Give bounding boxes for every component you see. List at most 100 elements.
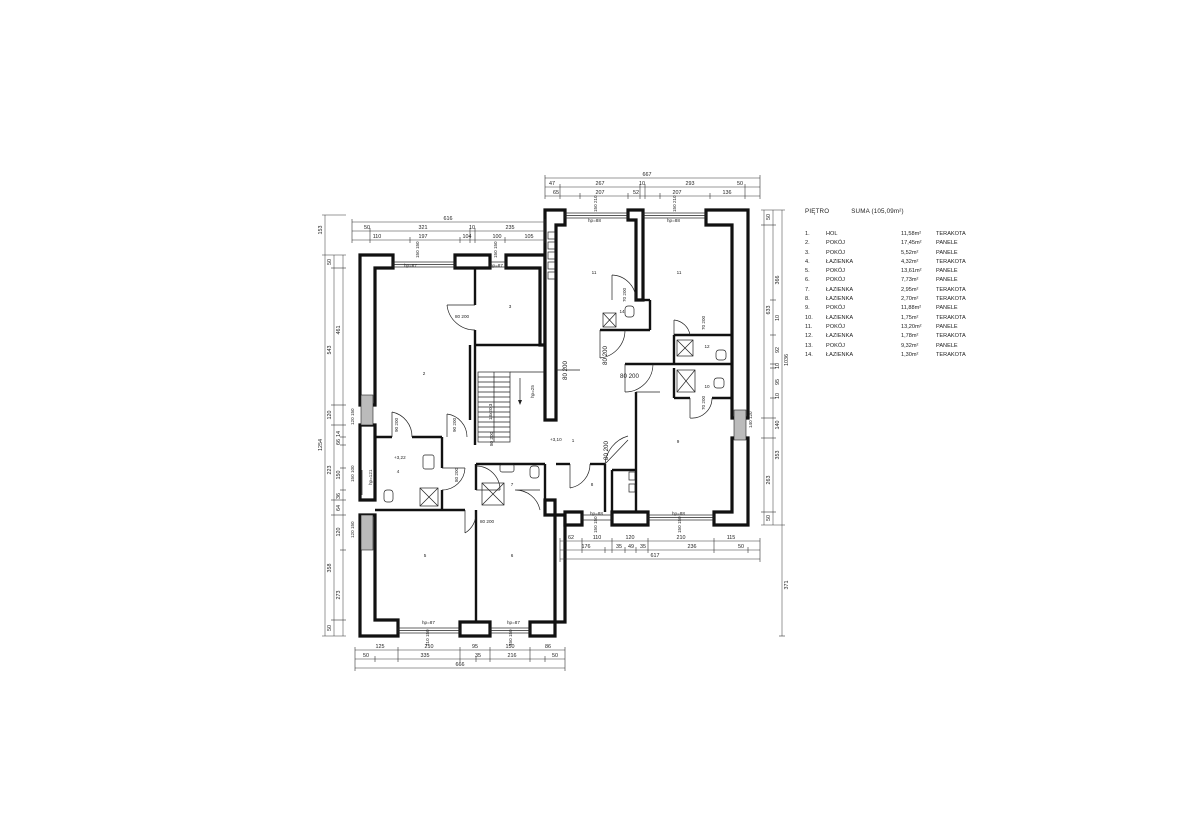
room-number-1: 1 xyxy=(572,438,575,443)
dim-text: 50 xyxy=(327,625,333,631)
room-no: 6. xyxy=(805,277,810,284)
dim-text: 86 xyxy=(545,644,551,650)
door-size: 80 200 xyxy=(603,441,610,460)
dim-text: 353 xyxy=(775,451,781,460)
room-name: POKÓJ xyxy=(826,277,845,284)
bathroom-fixtures xyxy=(383,305,727,507)
dim-text: 273 xyxy=(336,591,342,600)
room-floor: PANELE xyxy=(936,268,958,275)
dim-text: 65 xyxy=(553,190,559,196)
room-area: 2,95m² xyxy=(901,286,919,293)
room-no: 13. xyxy=(805,342,813,349)
room-no: 4. xyxy=(805,258,810,265)
room-no: 8. xyxy=(805,296,810,303)
dim-text: 110 xyxy=(373,234,382,240)
dim-text: 10 xyxy=(775,363,781,369)
schedule-header: PIĘTRO SUMA (105,09m²) xyxy=(805,208,1005,215)
room-number-11b: 11 xyxy=(677,270,682,275)
dim-text: 50 xyxy=(364,225,370,231)
sill-height: hp=88 xyxy=(672,511,685,516)
dim-text: 216 xyxy=(508,653,517,659)
door-size: 70 200 xyxy=(701,316,706,330)
sill-height: hp=87 xyxy=(490,263,503,268)
room-name: ŁAZIENKA xyxy=(826,333,854,340)
window-size: 150 150 xyxy=(677,516,682,533)
dim-right-overall: 1036 xyxy=(784,354,790,366)
room-area: 17,45m² xyxy=(901,240,922,247)
room-area: 5,52m² xyxy=(901,249,919,256)
plan-labels: 1 2 3 4 5 6 7 8 9 10 11 11 12 14 +3,22 +… xyxy=(350,195,753,646)
window-size: 120 150 xyxy=(350,521,355,538)
room-name: POKÓJ xyxy=(826,342,845,349)
door-size: 70 200 xyxy=(622,288,627,302)
room-no: 5. xyxy=(805,268,810,275)
room-floor: PANELE xyxy=(936,249,958,256)
level-mark: +3,10 xyxy=(550,437,562,442)
sill-height: hp=88 xyxy=(590,511,603,516)
door-size: 90 200 xyxy=(394,418,399,432)
sill-height: hp=88 xyxy=(588,218,601,223)
dim-text: 100 xyxy=(493,234,502,240)
dimension-texts: 616 50 321 10 235 110 197 104 100 105 66… xyxy=(318,172,790,668)
dim-text: 92 xyxy=(775,347,781,353)
room-number-6: 6 xyxy=(511,553,514,558)
stairs-hp: hp=25 xyxy=(530,385,535,398)
room-floor: PANELE xyxy=(936,240,958,247)
room-number-5: 5 xyxy=(424,553,427,558)
room-name: HOL xyxy=(826,231,838,237)
room-area: 4,32m² xyxy=(901,258,919,265)
room-name: ŁAZIENKA xyxy=(826,314,854,321)
room-no: 3. xyxy=(805,249,810,256)
dim-text: 120 xyxy=(626,535,635,541)
room-name: POKÓJ xyxy=(826,240,845,247)
dim-text: 207 xyxy=(673,190,682,196)
room-area: 9,32m² xyxy=(901,342,919,349)
room-area: 13,61m² xyxy=(901,268,922,275)
room-number-12: 12 xyxy=(704,344,710,349)
window-size: 150 150 xyxy=(415,241,420,258)
stairs-spec: 13x20,3 xyxy=(488,403,493,420)
room-no: 1. xyxy=(805,231,810,237)
dim-top-right-overall: 667 xyxy=(643,172,652,178)
room-schedule: PIĘTRO SUMA (105,09m²) 1. HOL 11,58m² TERAK… xyxy=(805,208,1005,360)
room-floor: PANELE xyxy=(936,323,958,330)
room-number-7: 7 xyxy=(511,482,514,487)
dim-text: 110 xyxy=(593,535,602,541)
dim-text: 10 xyxy=(469,225,475,231)
room-floor: TERAKOTA xyxy=(936,231,966,237)
dim-text: 50 xyxy=(766,214,772,220)
room-name: ŁAZIENKA xyxy=(826,258,854,265)
dim-text: 10 xyxy=(639,181,645,187)
dim-text: 335 xyxy=(421,653,430,659)
door-size: 80 200 xyxy=(562,361,569,380)
dim-text: 136 xyxy=(723,190,732,196)
dim-text: 50 xyxy=(327,259,333,265)
room-area: 2,70m² xyxy=(901,296,919,303)
door-size: 80 200 xyxy=(480,519,494,524)
sill-height: hp=88 xyxy=(667,218,680,223)
level-mark: +3,22 xyxy=(394,455,406,460)
room-floor: TERAKOTA xyxy=(936,258,966,265)
room-name: POKÓJ xyxy=(826,323,845,330)
room-area: 13,20m² xyxy=(901,323,922,330)
room-area: 11,58m² xyxy=(901,231,922,237)
room-name: POKÓJ xyxy=(826,305,845,312)
dim-top-overall: 616 xyxy=(444,216,453,222)
schedule-total: SUMA (105,09m²) xyxy=(851,208,904,215)
dim-text: 50 xyxy=(363,653,369,659)
room-number-3: 3 xyxy=(509,304,512,309)
dim-text: 10 xyxy=(775,315,781,321)
outer-walls xyxy=(358,208,750,638)
dim-text: 543 xyxy=(327,346,333,355)
dim-text: 358 xyxy=(327,564,333,573)
dim-bottom-overall: 666 xyxy=(456,662,465,668)
room-number-14: 14 xyxy=(619,309,625,314)
dim-text: 321 xyxy=(419,225,428,231)
chimney xyxy=(547,231,636,493)
window-size: 150 150 xyxy=(593,516,598,533)
